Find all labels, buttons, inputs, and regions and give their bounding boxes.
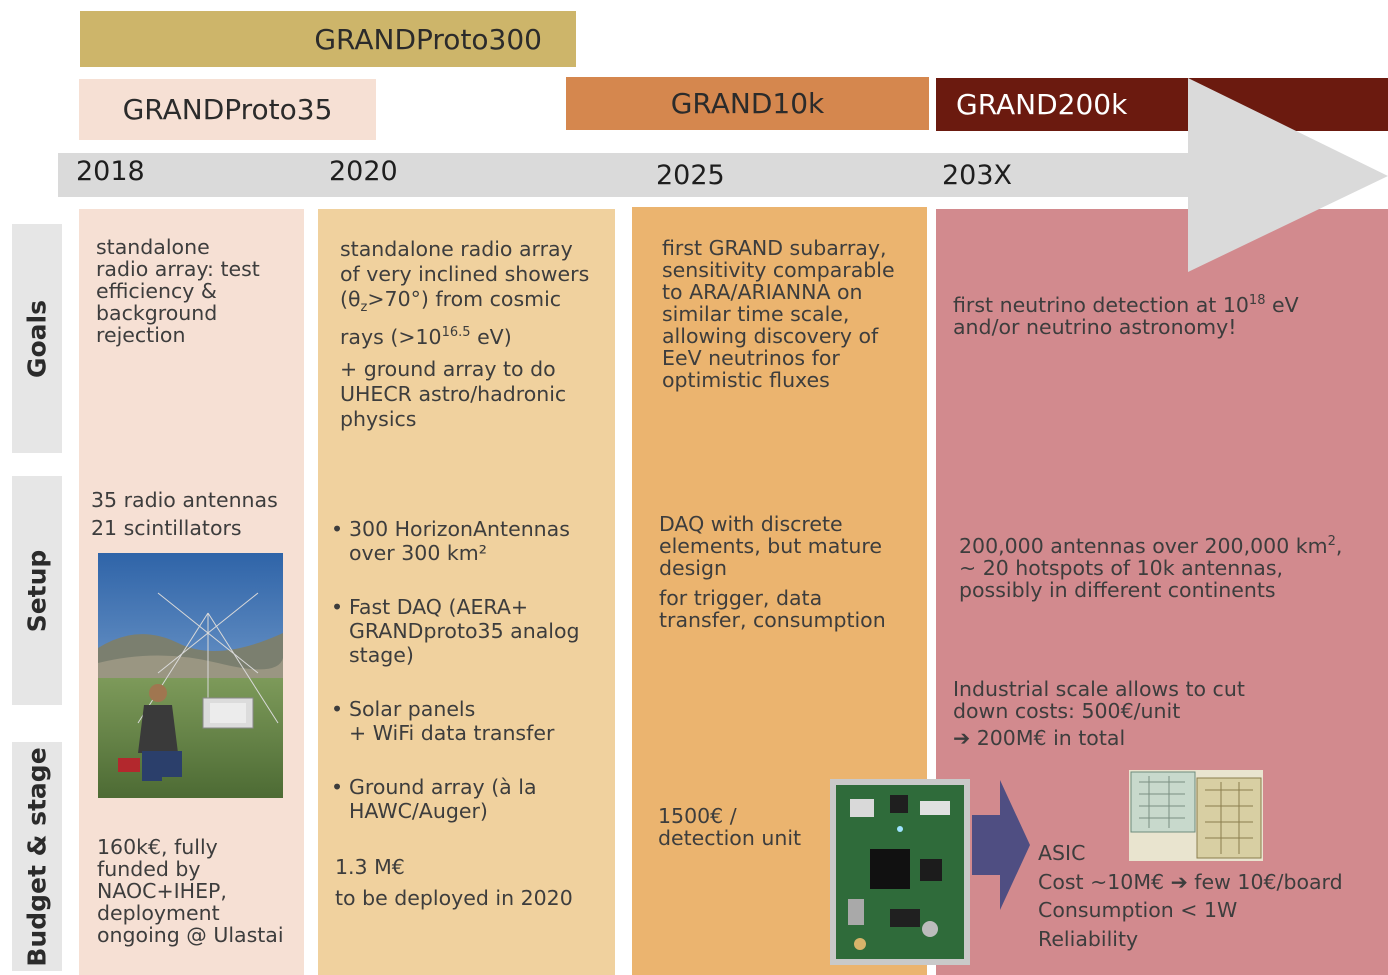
col2-setup-item: Ground array (à la HAWC/Auger) [331, 775, 580, 823]
year-2018: 2018 [76, 156, 145, 187]
col4-goals-part-b: eV and/or neutrino astronomy! [953, 292, 1299, 339]
col4-setup-part-b: , ~ 20 hotspots of 10k antennas, possibl… [959, 533, 1343, 602]
col3-setup-text2: for trigger, data transfer, consumption [659, 586, 886, 632]
col4-cost-total: ➔ 200M€ in total [953, 726, 1126, 750]
year-2025: 2025 [656, 160, 725, 191]
col4-setup-sup: 2 [1327, 534, 1336, 549]
col4-goals-part-a: first neutrino detection at 10 [953, 292, 1249, 317]
phase-bar-grandproto300: GRANDProto300 [80, 11, 576, 67]
col2-setup-list: 300 HorizonAntennas over 300 km² Fast DA… [331, 493, 580, 853]
row-label-setup: Setup [12, 476, 62, 705]
phase-label-grandproto300: GRANDProto300 [314, 22, 542, 56]
year-2020: 2020 [329, 156, 398, 187]
col4-cost-text: Industrial scale allows to cut down cost… [953, 677, 1245, 723]
daq-board-photo [830, 779, 970, 965]
col3-setup-text1: DAQ with discrete elements, but mature d… [659, 512, 882, 580]
col2-budget-amount: 1.3 M€ [335, 855, 405, 879]
col2-goals2-text: + ground array to do UHECR astro/hadroni… [340, 357, 567, 431]
col4-goals-text: first neutrino detection at 1018 eV and/… [953, 290, 1299, 338]
asic-chip-photo [1129, 770, 1263, 861]
phase-label-grandproto35: GRANDProto35 [122, 93, 333, 126]
phase-label-grand10k: GRAND10k [670, 87, 825, 120]
antenna-field-photo [98, 553, 283, 798]
col2-goals-sub: z [360, 300, 368, 316]
row-label-budget-text: Budget & stage [22, 746, 52, 967]
col2-goals-sup: 16.5 [441, 325, 471, 341]
col2-goals-part-c: eV) [470, 324, 512, 349]
phase-label-grand200k: GRAND200k [956, 88, 1128, 121]
phase-bar-grand200k: GRAND200k [936, 78, 1388, 131]
col3-budget-text: 1500€ / detection unit [658, 804, 802, 850]
col2-goals-part-a: standalone radio array of very inclined … [340, 237, 590, 311]
row-label-budget: Budget & stage [12, 742, 62, 971]
col2-setup-item: Fast DAQ (AERA+ GRANDproto35 analog stag… [331, 595, 580, 667]
timeline-arrow [58, 78, 1388, 272]
col2-goals-part-b: >70°) from cosmic rays (>10 [340, 287, 562, 349]
column-2020 [318, 209, 615, 975]
row-label-goals: Goals [12, 224, 62, 453]
row-label-goals-text: Goals [22, 299, 52, 378]
phase-bar-grandproto35: GRANDProto35 [79, 79, 376, 140]
col4-asic-text: ASIC Cost ~10M€ ➔ few 10€/board Consumpt… [1038, 841, 1343, 951]
col2-setup-item: 300 HorizonAntennas over 300 km² [331, 517, 580, 565]
col4-setup-part-a: 200,000 antennas over 200,000 km [959, 533, 1328, 558]
col2-setup-item: Solar panels + WiFi data transfer [331, 697, 580, 745]
asic-arrow-icon [972, 780, 1030, 910]
col4-goals-sup: 18 [1248, 293, 1266, 308]
col3-goals-text: first GRAND subarray, sensitivity compar… [662, 236, 895, 392]
col2-budget-deploy: to be deployed in 2020 [335, 886, 573, 910]
col1-budget-text: 160k€, fully funded by NAOC+IHEP, deploy… [97, 835, 284, 947]
row-label-setup-text: Setup [22, 549, 52, 632]
col4-setup-text: 200,000 antennas over 200,000 km2, ~ 20 … [959, 531, 1342, 601]
year-203x: 203X [942, 160, 1013, 191]
col1-setup-text: 35 radio antennas 21 scintillators [91, 488, 278, 540]
phase-bar-grand10k: GRAND10k [566, 77, 929, 130]
col2-goals-text: standalone radio array of very inclined … [340, 237, 589, 350]
col1-goals-text: standalone radio array: test efficiency … [96, 235, 260, 347]
